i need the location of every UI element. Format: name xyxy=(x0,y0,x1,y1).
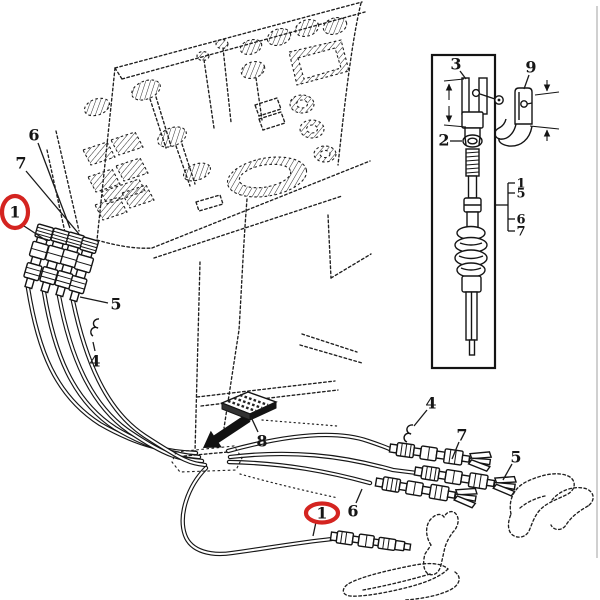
callout-label-7-upper: 7 xyxy=(15,154,26,173)
callout-label-6-upper: 6 xyxy=(28,126,39,145)
cable-end-chain-1 xyxy=(329,529,412,554)
cable-run-loop-1 xyxy=(180,465,335,557)
callout-1-upper: 1 xyxy=(0,193,48,242)
cable-run-to-6 xyxy=(226,459,373,486)
callout-label-9: 9 xyxy=(525,58,536,77)
connector-block-part8 xyxy=(220,391,278,421)
red-circle-annotation xyxy=(0,193,31,231)
locknut-part2 xyxy=(462,134,483,148)
bracket-part9 xyxy=(494,87,533,147)
callout-5-upper: 5 xyxy=(79,295,122,314)
inset-ref-label-ref-5: 5 xyxy=(516,187,525,202)
callout-1-lower: 1 xyxy=(303,501,341,537)
dotted-leader-clamp xyxy=(239,473,339,499)
callout-3: 3 xyxy=(450,55,467,80)
callout-label-3: 3 xyxy=(450,55,461,74)
cable-connector-stack xyxy=(19,223,100,304)
callout-label-7-lower: 7 xyxy=(456,426,467,445)
callout-6-lower: 6 xyxy=(347,488,363,521)
cable-run-4 xyxy=(70,298,208,468)
callout-label-4-lower: 4 xyxy=(425,394,436,413)
dimension-arrows-left xyxy=(443,78,467,128)
clevis-pin xyxy=(494,95,504,105)
callout-7-upper: 7 xyxy=(15,154,80,235)
callout-label-8: 8 xyxy=(256,432,267,451)
callout-4-upper: 4 xyxy=(89,341,101,371)
inset-ref-label-ref-7: 7 xyxy=(516,225,525,240)
console-line-art xyxy=(46,1,372,453)
retainer-clip-lower xyxy=(403,424,414,443)
inset-cable-assembly xyxy=(454,148,488,356)
callout-6-upper: 6 xyxy=(28,126,71,229)
console-slot-panel xyxy=(82,131,155,221)
callout-label-5-upper: 5 xyxy=(110,295,121,314)
clevis-part3 xyxy=(461,77,496,139)
assembly-direction-arrow xyxy=(203,414,251,448)
linkage-levers xyxy=(342,473,594,600)
callout-5-lower: 5 xyxy=(502,448,522,481)
dimension-arrows-right xyxy=(529,80,560,141)
cable-clamp xyxy=(171,445,243,473)
callout-label-2: 2 xyxy=(438,131,449,150)
red-circle-annotation xyxy=(303,501,341,525)
callout-label-1-upper: 1 xyxy=(9,203,20,222)
callout-2: 2 xyxy=(438,131,462,150)
callout-8: 8 xyxy=(250,416,268,451)
callout-label-1-lower: 1 xyxy=(316,504,327,523)
cable-bundle xyxy=(25,285,420,557)
cable-end-chain-7 xyxy=(387,437,493,473)
cable-run-to-7 xyxy=(225,432,397,454)
inset-ref-label-ref-1: 1 xyxy=(516,177,525,192)
callout-label-6-lower: 6 xyxy=(347,502,358,521)
callout-label-4-upper: 4 xyxy=(89,352,100,371)
dotted-leader-block xyxy=(261,419,338,427)
inset-reference-bracket xyxy=(495,182,515,232)
cable-run-2 xyxy=(41,289,202,460)
callout-label-5-lower: 5 xyxy=(510,448,521,467)
retainer-clip-upper xyxy=(90,318,100,337)
cable-run-to-5 xyxy=(227,451,420,476)
console-levers xyxy=(131,38,266,187)
callout-7-lower: 7 xyxy=(451,426,468,460)
callout-4-lower: 4 xyxy=(413,394,437,427)
inset-ref-label-ref-6: 6 xyxy=(516,213,525,228)
callout-9: 9 xyxy=(523,58,537,90)
